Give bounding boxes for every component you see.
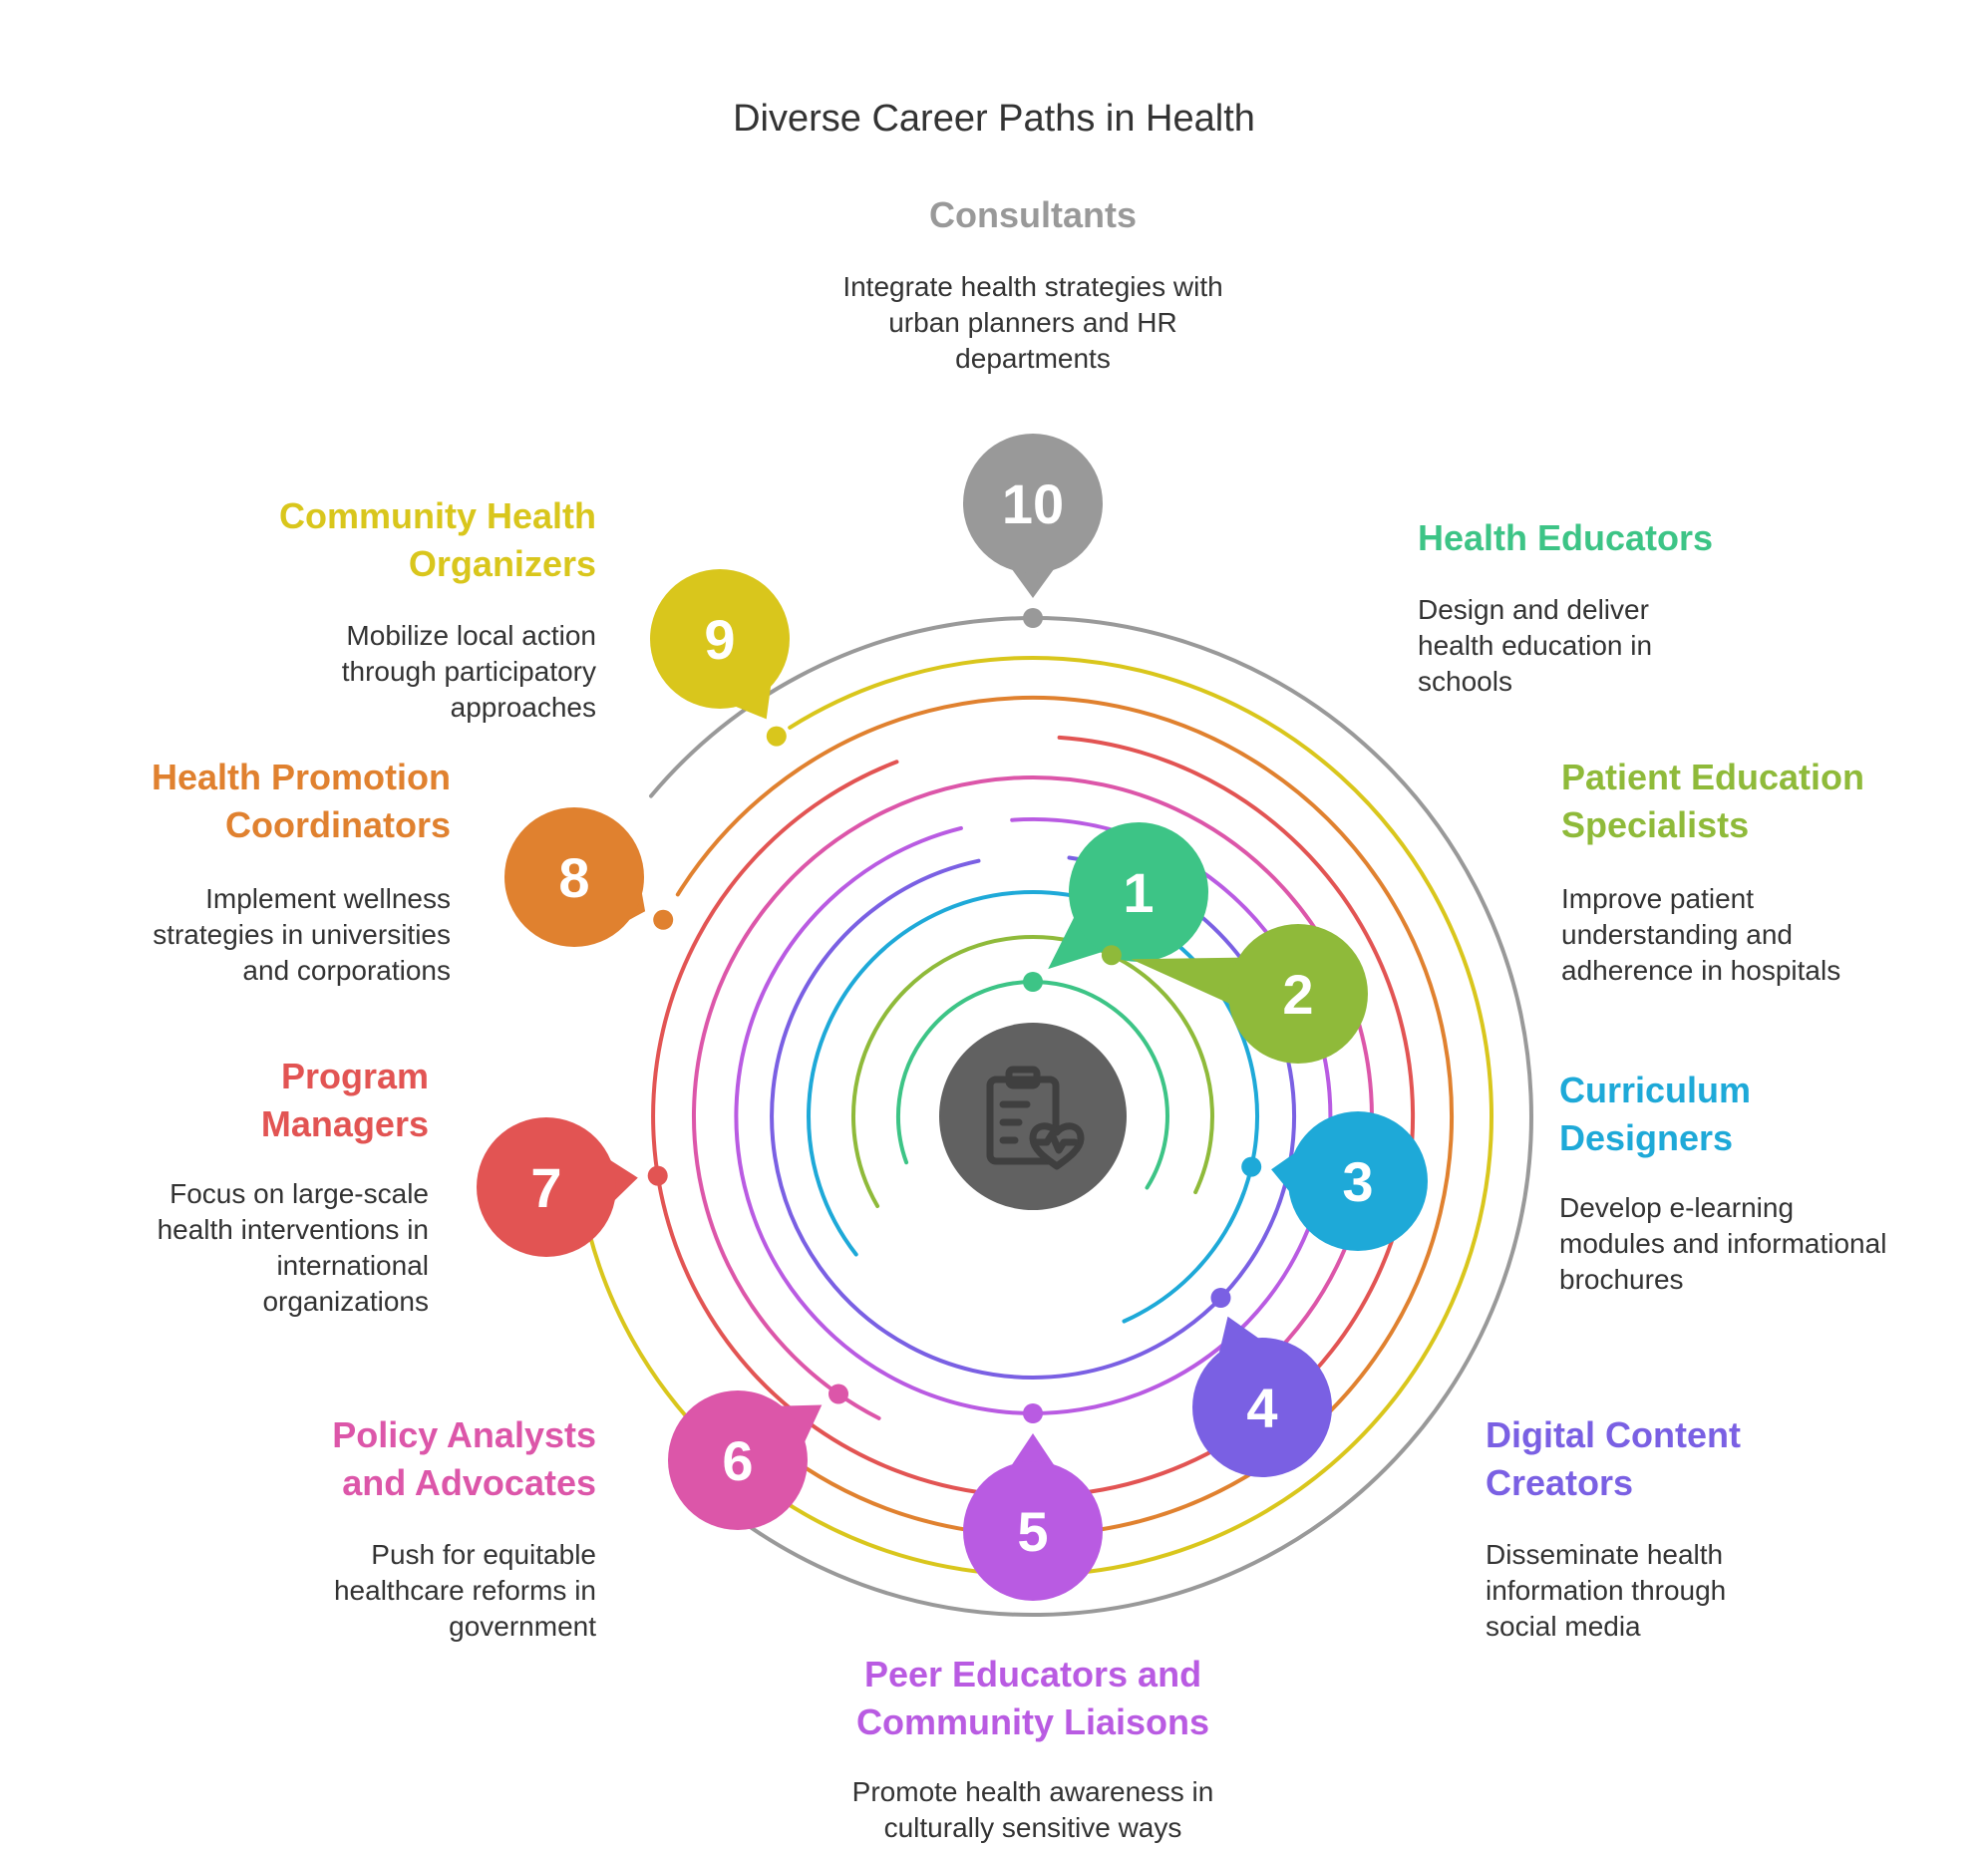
- heading-community-health-organizers: Community Health Organizers: [278, 495, 596, 584]
- number-patient-education-specialists: 2: [1282, 963, 1313, 1026]
- description-policy-analysts: Push for equitable healthcare reforms in…: [333, 1539, 596, 1642]
- pointer-health-educators: [1048, 913, 1109, 970]
- number-health-educators: 1: [1123, 861, 1154, 924]
- pointer-peer-educators: [1008, 1433, 1058, 1470]
- number-consultants: 10: [1002, 472, 1064, 535]
- heading-patient-education-specialists: Patient Education Specialists: [1561, 757, 1865, 845]
- description-health-promotion-coordinators: Implement wellness strategies in univers…: [153, 883, 451, 986]
- marker-program-managers: 7: [477, 1117, 668, 1257]
- heading-health-promotion-coordinators: Health Promotion Coordinators: [151, 757, 451, 845]
- heading-health-educators: Health Educators: [1418, 517, 1714, 558]
- dot-health-promotion-coordinators: [653, 909, 674, 930]
- number-curriculum-designers: 3: [1342, 1150, 1373, 1213]
- dot-peer-educators: [1023, 1403, 1043, 1423]
- clipboard-heart-icon: [986, 1066, 1085, 1170]
- number-program-managers: 7: [530, 1156, 561, 1219]
- arc-curriculum-designers-2: [1122, 1191, 1246, 1324]
- page-title: Diverse Career Paths in Health: [733, 98, 1255, 140]
- number-bubble-curriculum-designers: [1288, 1111, 1428, 1251]
- arc-curriculum-designers: [807, 890, 1260, 1257]
- description-community-health-organizers: Mobilize local action through participat…: [341, 620, 596, 723]
- pointer-consultants: [1008, 564, 1058, 598]
- arc-patient-education-specialists: [851, 935, 1214, 1208]
- description-patient-education-specialists: Improve patient understanding and adhere…: [1561, 883, 1841, 986]
- number-bubble-policy-analysts: [668, 1390, 808, 1530]
- dot-program-managers: [647, 1165, 668, 1186]
- dot-community-health-organizers: [766, 726, 787, 747]
- dot-policy-analysts: [828, 1384, 848, 1404]
- pointer-patient-education-specialists: [1131, 957, 1243, 1006]
- number-bubble-health-educators: [1069, 822, 1208, 962]
- description-program-managers: Focus on large-scale health intervention…: [157, 1178, 429, 1317]
- number-bubble-peer-educators: [963, 1461, 1103, 1601]
- heading-peer-educators: Peer Educators and Community Liaisons: [855, 1654, 1210, 1742]
- number-digital-content-creators: 4: [1246, 1377, 1277, 1439]
- number-bubble-community-health-organizers: [650, 569, 790, 709]
- heading-digital-content-creators: Digital Content Creators: [1486, 1414, 1741, 1503]
- marker-health-promotion-coordinators: 8: [504, 807, 674, 947]
- number-policy-analysts: 6: [722, 1429, 753, 1492]
- description-peer-educators: Promote health awareness in culturally s…: [851, 1776, 1214, 1843]
- number-health-promotion-coordinators: 8: [558, 846, 589, 909]
- heading-curriculum-designers: Curriculum Designers: [1559, 1070, 1752, 1158]
- center-hub: [939, 1023, 1127, 1210]
- arc-health-educators: [895, 980, 1169, 1190]
- marker-patient-education-specialists: 2: [1101, 924, 1368, 1064]
- heading-consultants: Consultants: [928, 194, 1137, 235]
- dot-consultants: [1023, 608, 1043, 628]
- number-bubble-health-promotion-coordinators: [504, 807, 644, 947]
- heading-policy-analysts: Policy Analysts and Advocates: [332, 1414, 596, 1503]
- number-bubble-patient-education-specialists: [1228, 924, 1368, 1064]
- dot-digital-content-creators: [1210, 1288, 1231, 1308]
- marker-policy-analysts: 6: [668, 1384, 848, 1530]
- arc-consultants: [649, 616, 1533, 1618]
- dot-curriculum-designers: [1241, 1156, 1262, 1177]
- step-markers: 1 2 3 4 5 6 7 8 9 10: [477, 434, 1428, 1601]
- marker-curriculum-designers: 3: [1241, 1111, 1428, 1251]
- description-consultants: Integrate health strategies with urban p…: [842, 271, 1223, 374]
- marker-health-educators: 1: [1023, 822, 1208, 992]
- number-bubble-program-managers: [477, 1117, 616, 1257]
- dot-patient-education-specialists: [1101, 945, 1122, 966]
- description-curriculum-designers: Develop e-learning modules and informati…: [1559, 1192, 1887, 1295]
- heading-program-managers: Program Managers: [260, 1056, 429, 1144]
- dot-health-educators: [1023, 972, 1043, 992]
- marker-peer-educators: 5: [963, 1403, 1103, 1601]
- marker-consultants: 10: [963, 434, 1103, 628]
- marker-community-health-organizers: 9: [650, 569, 790, 747]
- number-peer-educators: 5: [1017, 1500, 1048, 1563]
- marker-digital-content-creators: 4: [1192, 1288, 1332, 1477]
- number-community-health-organizers: 9: [704, 608, 735, 671]
- description-digital-content-creators: Disseminate health information through s…: [1486, 1539, 1727, 1642]
- number-bubble-consultants: [963, 434, 1103, 573]
- number-bubble-digital-content-creators: [1192, 1338, 1332, 1477]
- description-health-educators: Design and deliver health education in s…: [1418, 594, 1653, 697]
